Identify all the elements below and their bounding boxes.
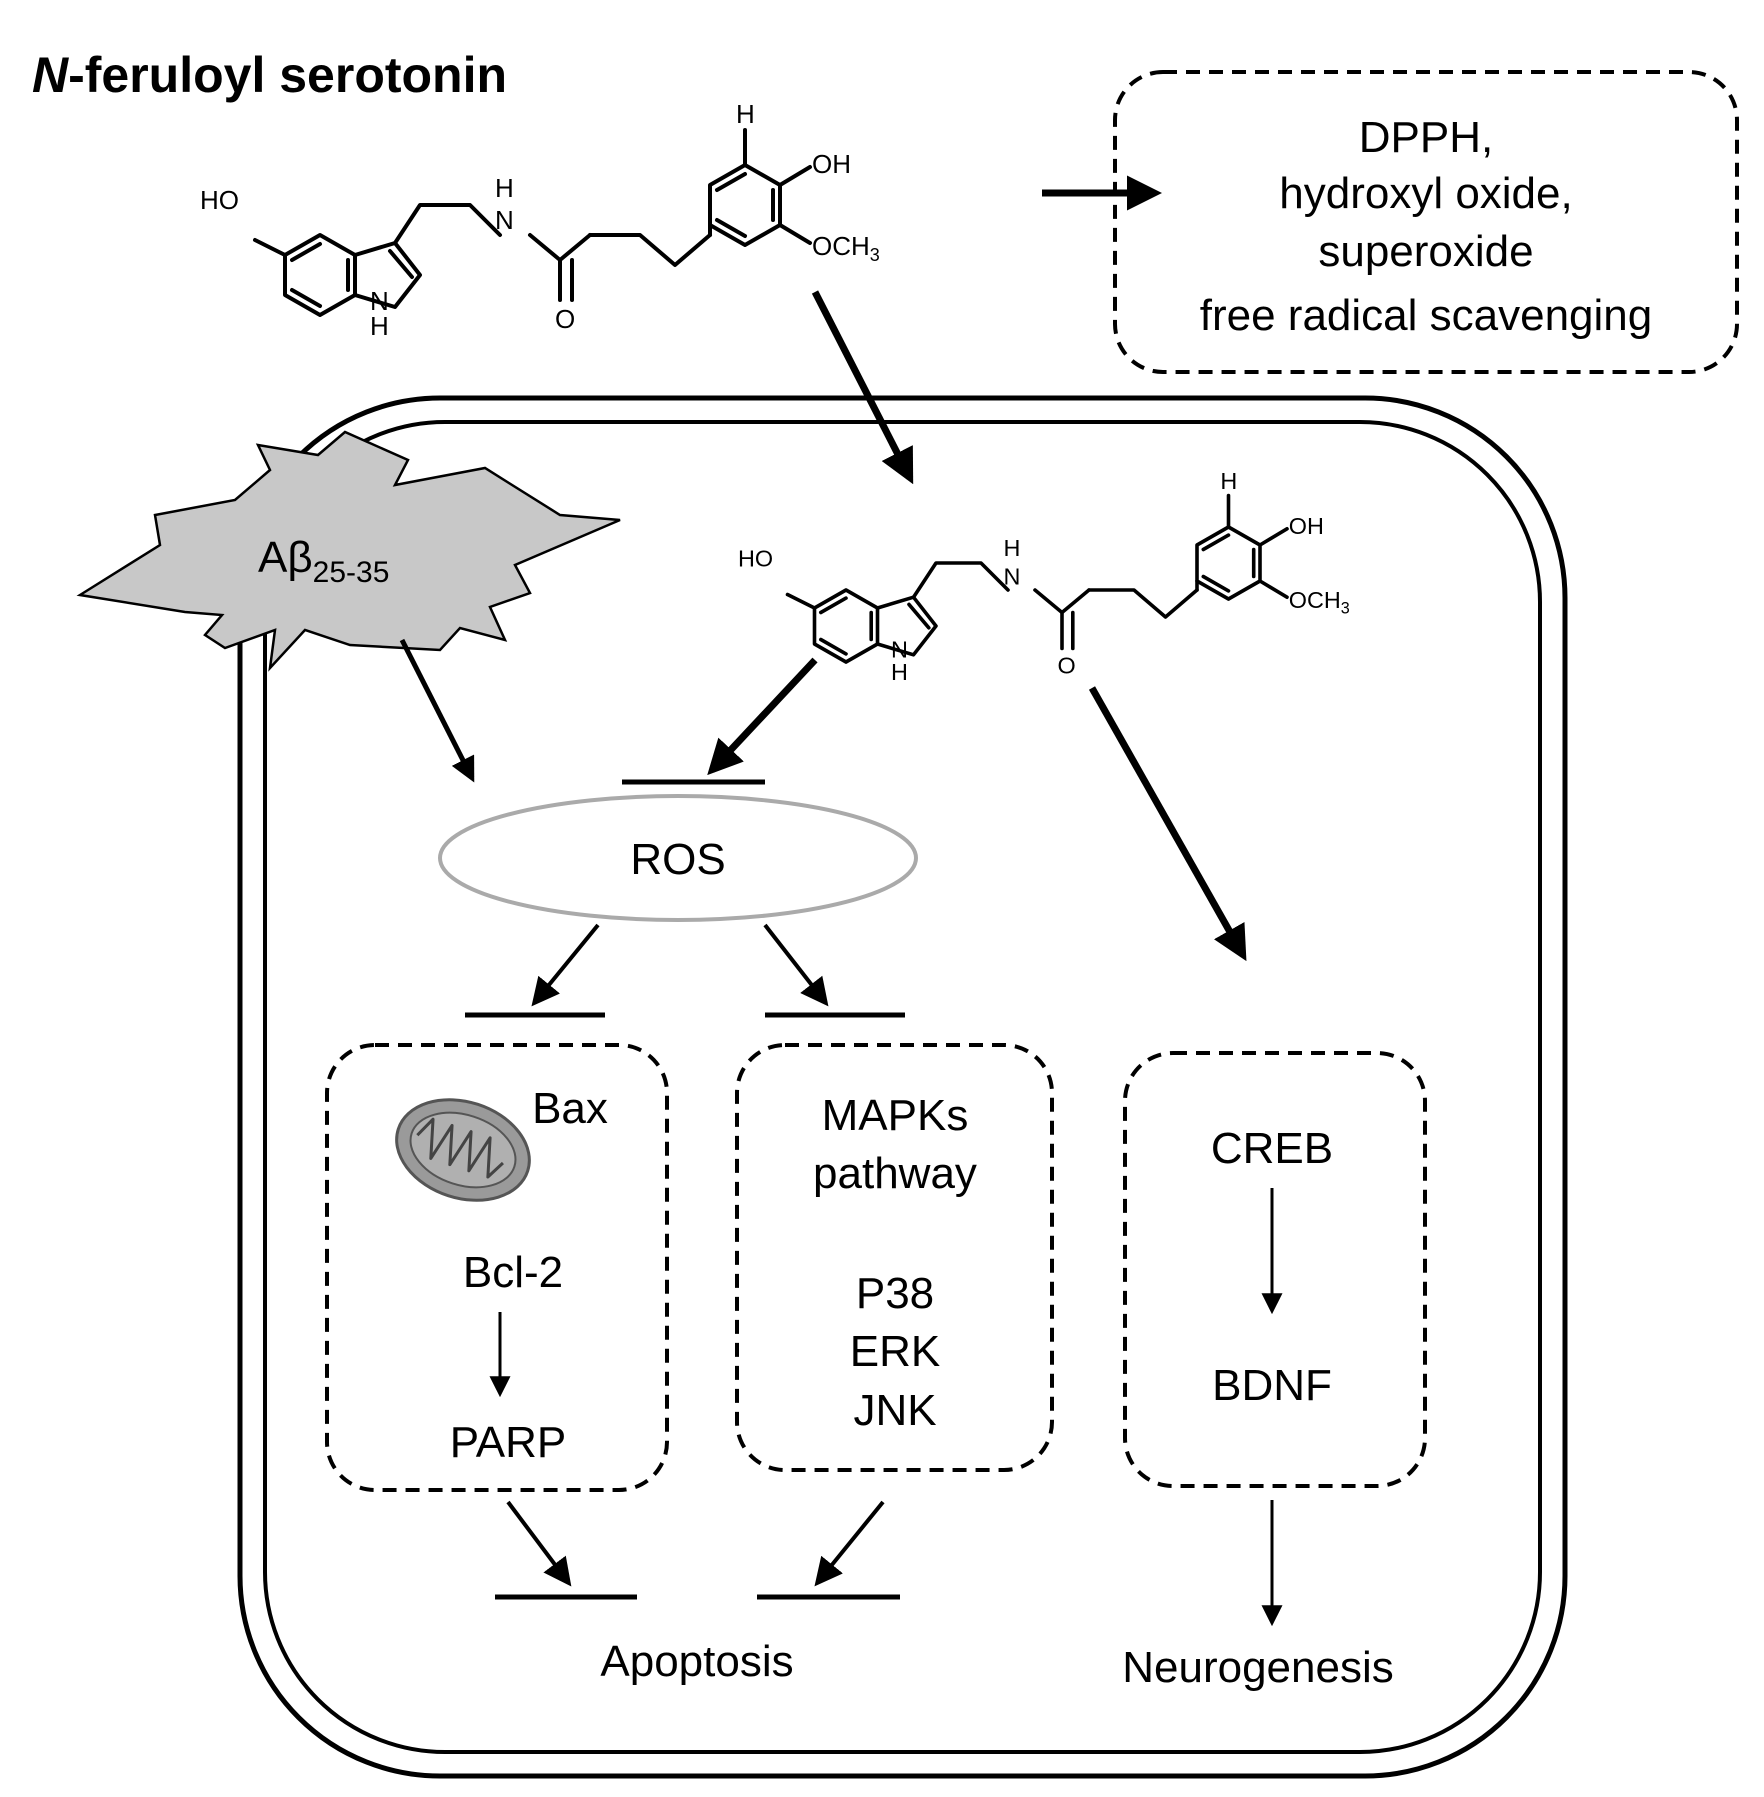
title-rest: -feruloyl serotonin [68,47,507,103]
abeta-label: Aβ25-35 [258,533,389,589]
arrow-mapk-to-apoptosis [814,1500,885,1587]
inner-mol-och3: OCH3 [1289,587,1350,617]
scavenging-line-2: hydroxyl oxide, [1279,169,1572,218]
mol-och3-main: OCH [812,231,870,261]
parp-label: PARP [450,1418,567,1467]
mol-carbonyl-o: O [555,304,575,334]
creb-label: CREB [1211,1124,1333,1173]
cell-membrane-outer [237,395,1568,1779]
mol-ring-n: N [370,286,389,316]
arrow-mito-to-apoptosis [506,1500,572,1587]
arrow-ros-to-mito [531,923,600,1007]
p38-label: P38 [856,1269,934,1318]
bdnf-label: BDNF [1212,1361,1332,1410]
mol-amide-n: N [495,205,514,235]
compound-title: N-feruloyl serotonin [32,47,507,103]
abeta-starburst [76,430,621,672]
mol-ring-h: H [370,311,389,341]
inner-mol-amide-n: N [1004,564,1021,590]
mol-och3: OCH3 [812,231,880,265]
inner-mol-oh: OH [1289,513,1324,539]
bax-label: Bax [532,1084,608,1133]
inner-mol-ring-h: H [891,659,908,685]
title-prefix: N [32,47,69,103]
mapk-line-1: MAPKs [822,1091,969,1140]
arrow-ros-to-mapk [763,923,829,1007]
inner-mol-top-h: H [1220,468,1237,494]
erk-label: ERK [850,1327,940,1376]
ros-ellipse [438,794,918,922]
arrow-into-cell [811,290,914,485]
mol-amide-h: H [495,173,514,203]
mapk-line-2: pathway [813,1149,977,1198]
inner-mol-och3-sub: 3 [1341,599,1350,617]
creb-box [1123,1051,1427,1488]
mitochondrion-icon [395,1098,531,1202]
scavenging-line-4: free radical scavenging [1200,291,1652,340]
inner-mol-amide-h: H [1004,535,1021,561]
apoptosis-label: Apoptosis [600,1637,793,1686]
molecule-inner: HO H N N H O H OH OCH3 [738,468,1350,685]
inner-mol-ring-n: N [891,637,908,663]
arrow-molecule-to-creb [1088,686,1247,962]
arrow-abeta-to-ros [399,638,475,783]
scavenging-line-1: DPPH, [1359,113,1493,162]
mapk-box [735,1043,1054,1472]
abeta-sub: 25-35 [313,556,390,589]
neurogenesis-label: Neurogenesis [1122,1643,1394,1692]
scavenging-line-3: superoxide [1318,227,1533,276]
jnk-label: JNK [853,1386,936,1435]
inner-mol-ho: HO [738,546,773,572]
mol-ho: HO [200,185,239,215]
mol-top-h: H [736,99,755,129]
mol-oh: OH [812,149,851,179]
molecule-top: HO H N N H O H OH OCH3 [200,99,880,341]
cell-membrane-inner [263,420,1542,1754]
mol-och3-sub: 3 [870,245,880,265]
abeta-main: Aβ [258,533,313,582]
inner-mol-carbonyl-o: O [1058,653,1076,679]
scavenging-box [1113,70,1739,374]
bcl2-label: Bcl-2 [463,1248,563,1297]
inner-mol-och3-main: OCH [1289,587,1341,613]
ros-label: ROS [630,835,725,884]
arrow-molecule-to-ros [707,657,818,776]
mito-box [325,1043,669,1492]
